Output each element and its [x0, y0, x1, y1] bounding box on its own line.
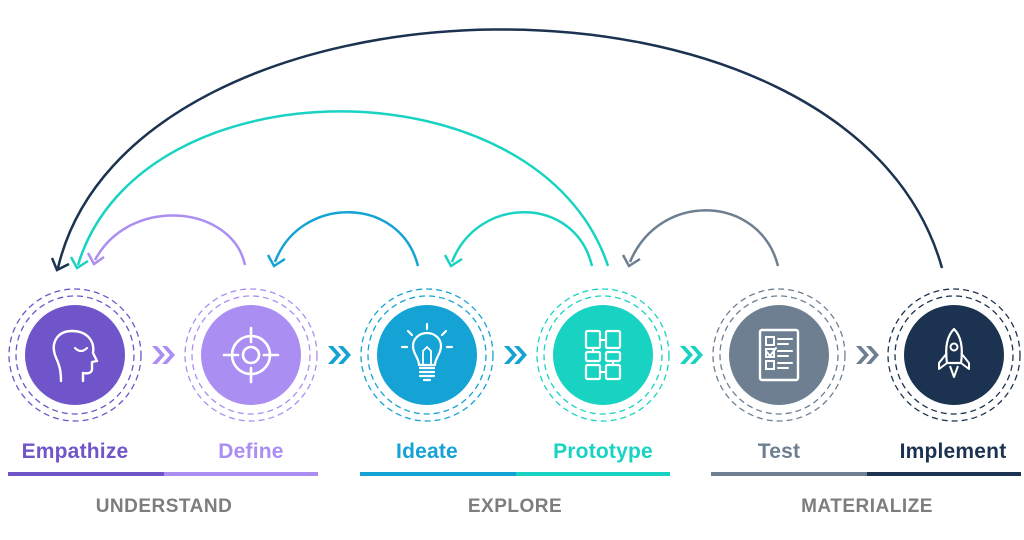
arrowhead-test-to-prototype — [621, 254, 641, 268]
feedback-arc-define-to-empathize — [93, 214, 247, 266]
stage-node-ideate — [360, 288, 494, 422]
underline-ideate — [360, 472, 516, 476]
stage-node-test — [712, 288, 846, 422]
inner-dashed-ring — [719, 295, 839, 415]
feedback-arc-prototype-to-ideate — [450, 211, 594, 267]
stage-disc — [201, 305, 301, 405]
double-chevron-icon — [152, 346, 175, 364]
arrowhead-ideate-to-define — [266, 254, 286, 268]
feedback-arc-prototype-to-empathize — [76, 110, 610, 267]
underline-prototype — [516, 472, 670, 476]
group-label-explore: EXPLORE — [467, 496, 563, 517]
target-crosshair-icon — [222, 326, 280, 384]
feedback-arc-test-to-prototype — [628, 209, 780, 267]
stage-label-ideate: Ideate — [396, 440, 458, 463]
lightbulb-icon — [400, 322, 454, 382]
outer-dashed-ring — [184, 288, 318, 422]
head-profile-icon — [52, 329, 99, 383]
stage-disc — [377, 305, 477, 405]
inner-dashed-ring — [894, 295, 1014, 415]
group-label-understand: UNDERSTAND — [95, 496, 233, 517]
double-chevron-icon — [680, 346, 703, 364]
rocket-icon — [938, 327, 970, 378]
inner-dashed-ring — [367, 295, 487, 415]
stage-node-prototype — [536, 288, 670, 422]
stage-label-test: Test — [757, 440, 801, 463]
stage-label-define: Define — [218, 440, 284, 463]
double-chevron-icon — [504, 346, 527, 364]
underline-implement — [867, 472, 1021, 476]
feedback-arc-implement-to-empathize — [56, 28, 944, 269]
underline-test — [711, 472, 867, 476]
stage-node-define — [184, 288, 318, 422]
feedback-arc-ideate-to-define — [273, 211, 420, 267]
outer-dashed-ring — [536, 288, 670, 422]
stage-node-implement — [887, 288, 1021, 422]
checklist-icon — [758, 328, 800, 382]
outer-dashed-ring — [8, 288, 142, 422]
arrowhead-define-to-empathize — [86, 252, 105, 266]
arrowhead-implement-to-empathize — [50, 257, 70, 272]
stage-disc — [553, 305, 653, 405]
wireframe-blocks-icon — [584, 329, 622, 381]
inner-dashed-ring — [191, 295, 311, 415]
underline-empathize — [8, 472, 164, 476]
outer-dashed-ring — [712, 288, 846, 422]
stage-node-empathize — [8, 288, 142, 422]
stage-disc — [904, 305, 1004, 405]
group-label-materialize: MATERIALIZE — [801, 496, 933, 517]
inner-dashed-ring — [543, 295, 663, 415]
stage-disc — [25, 305, 125, 405]
double-chevron-icon — [856, 346, 879, 364]
stage-label-prototype: Prototype — [553, 440, 653, 463]
outer-dashed-ring — [360, 288, 494, 422]
arrowhead-prototype-to-empathize — [69, 256, 89, 270]
stage-label-implement: Implement — [899, 440, 1007, 463]
underline-define — [164, 472, 318, 476]
stage-label-empathize: Empathize — [21, 440, 129, 463]
arrowhead-prototype-to-ideate — [443, 254, 463, 268]
double-chevron-icon — [328, 346, 351, 364]
inner-dashed-ring — [15, 295, 135, 415]
outer-dashed-ring — [887, 288, 1021, 422]
